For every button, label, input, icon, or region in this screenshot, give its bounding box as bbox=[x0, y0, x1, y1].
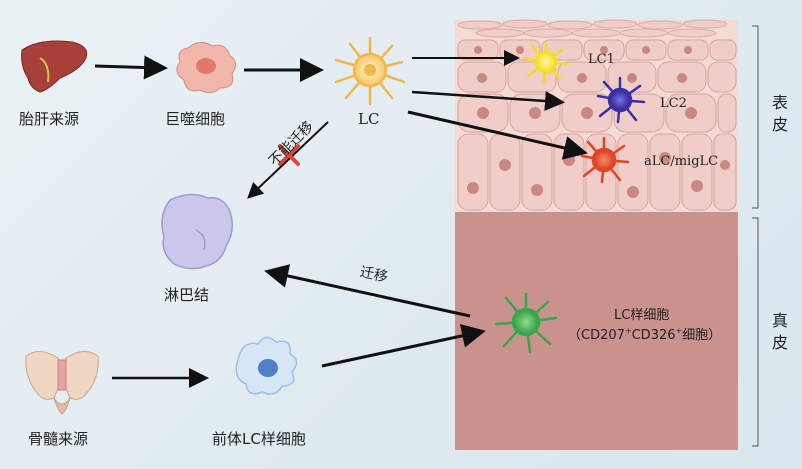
marker-suffix: 细胞） bbox=[682, 328, 722, 343]
marker-mid: CD326 bbox=[631, 328, 676, 343]
label-fetal-source: 胎肝来源 bbox=[19, 110, 80, 128]
lc2-cell-icon bbox=[596, 76, 646, 124]
pelvis-icon bbox=[25, 351, 99, 415]
lymph-node-icon bbox=[161, 193, 233, 270]
label-lc1: LC1 bbox=[588, 52, 615, 67]
alc-cell-icon bbox=[580, 136, 630, 184]
label-epidermis: 表 皮 bbox=[769, 92, 791, 136]
macrophage-icon bbox=[176, 42, 236, 94]
label-lymph-node: 淋巴结 bbox=[164, 286, 210, 304]
marker-prefix: （CD207 bbox=[568, 328, 625, 343]
label-epidermis-char1: 表 bbox=[771, 93, 788, 112]
label-dermis-char1: 真 bbox=[771, 311, 788, 330]
arrows bbox=[94, 50, 588, 388]
lc-cell-icon bbox=[334, 36, 406, 106]
label-lc2: LC2 bbox=[660, 96, 687, 111]
lc1-cell-icon bbox=[522, 42, 570, 84]
arrow-pre-lc-to-lc-like bbox=[321, 324, 486, 368]
lc-like-cell-icon bbox=[494, 292, 558, 354]
marker-sup2: + bbox=[675, 326, 683, 336]
label-bone-marrow-source: 骨髓来源 bbox=[28, 430, 89, 448]
label-lc: LC bbox=[358, 110, 380, 128]
arrow-lc-to-alc bbox=[407, 110, 588, 160]
epidermis-layer bbox=[455, 19, 738, 212]
arrow-lc-like-to-lymph-node bbox=[264, 264, 471, 318]
label-dermis-char2: 皮 bbox=[771, 333, 788, 352]
label-macrophage: 巨噬细胞 bbox=[165, 110, 226, 128]
dermis-layer bbox=[455, 212, 738, 450]
label-dermis: 真 皮 bbox=[769, 310, 791, 354]
arrow-liver-to-macrophage bbox=[94, 55, 168, 80]
label-lc-like-marker: （CD207+CD326+细胞） bbox=[568, 324, 721, 343]
arrow-lc-to-lymph-node bbox=[247, 121, 329, 199]
layer-brackets bbox=[752, 25, 759, 447]
cross-icon bbox=[278, 144, 300, 166]
liver-icon bbox=[21, 40, 88, 93]
label-lc-like: LC样细胞 bbox=[614, 308, 670, 323]
label-pre-lc: 前体LC样细胞 bbox=[212, 430, 306, 448]
arrow-lc-to-lc2 bbox=[411, 90, 565, 111]
marker-sup1: + bbox=[624, 326, 632, 336]
pre-lc-cell-icon bbox=[235, 336, 298, 395]
label-alc: aLC/migLC bbox=[644, 154, 719, 169]
label-epidermis-char2: 皮 bbox=[771, 115, 788, 134]
